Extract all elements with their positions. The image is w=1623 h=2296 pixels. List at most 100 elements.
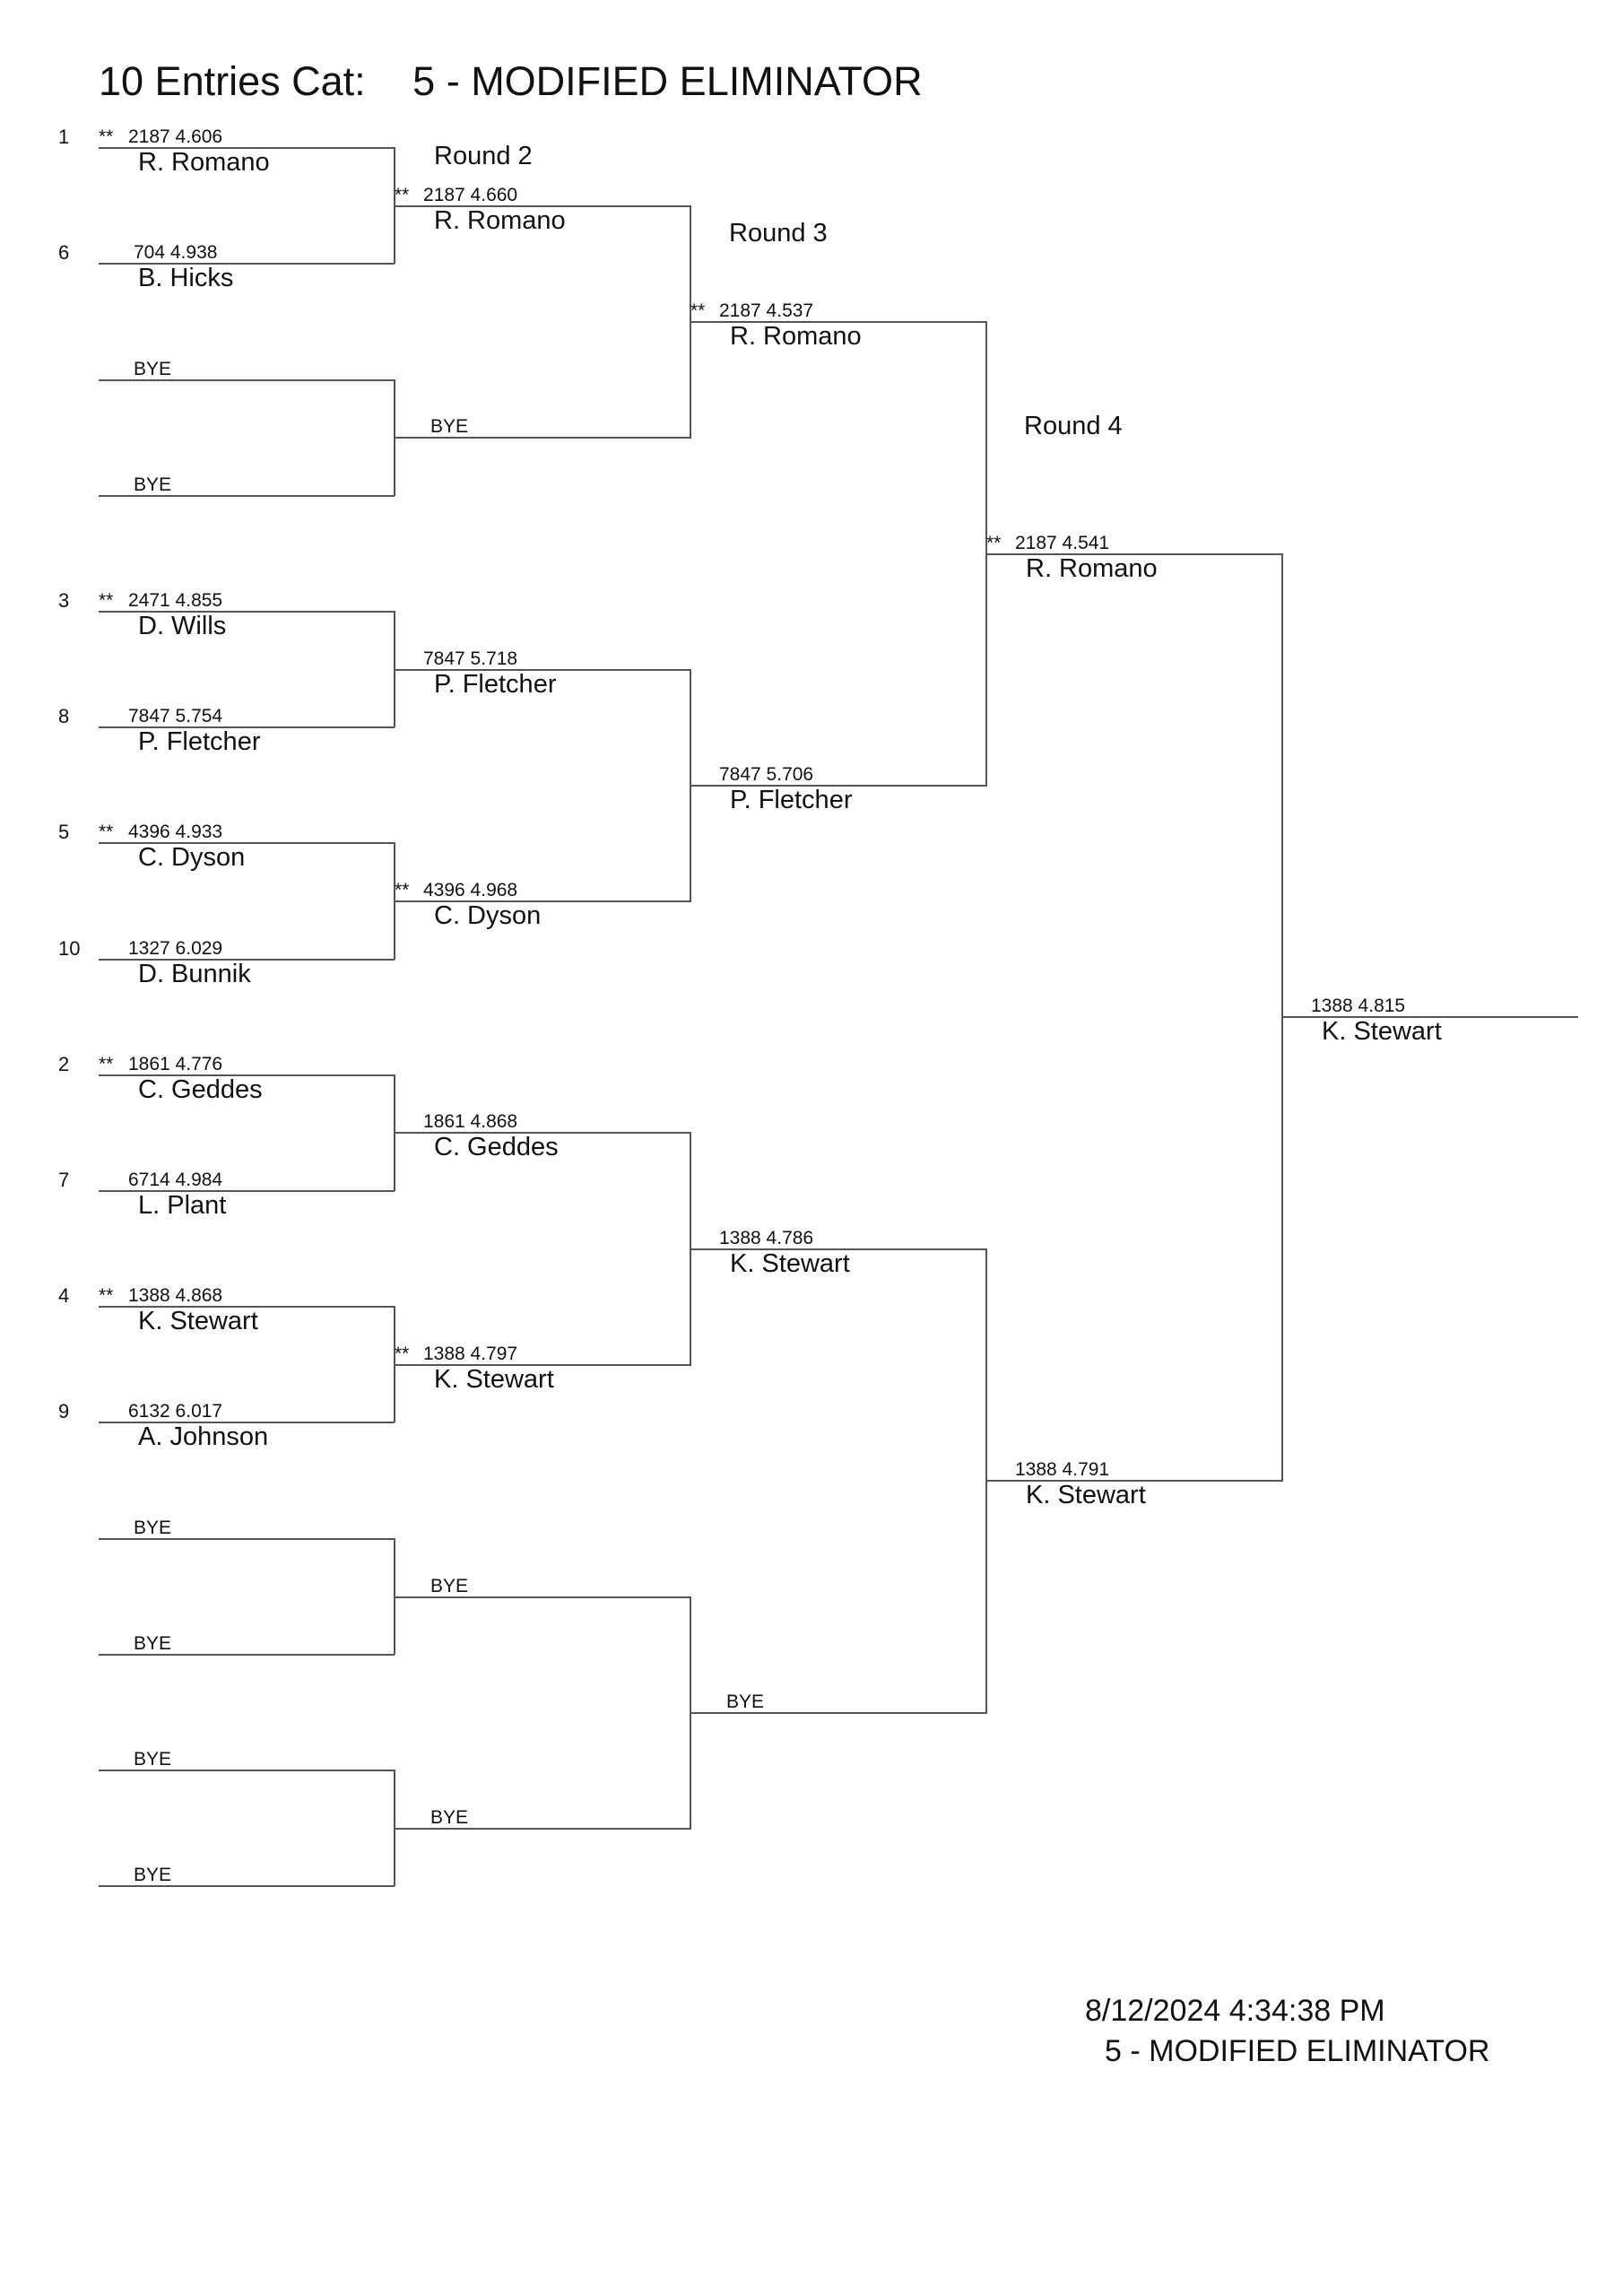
winner-marker: ** bbox=[99, 590, 114, 611]
bracket-line bbox=[1282, 1016, 1578, 1018]
bracket-line bbox=[99, 1538, 395, 1540]
entry-stat: 1388 4.868 bbox=[128, 1285, 223, 1306]
seed-number: 7 bbox=[58, 1169, 70, 1191]
entry-stat: 1388 4.786 bbox=[719, 1228, 814, 1248]
entry-name: P. Fletcher bbox=[434, 670, 557, 699]
bracket-line bbox=[99, 1074, 395, 1076]
bracket-line bbox=[99, 1654, 395, 1656]
entry-stat: 7847 5.718 bbox=[423, 648, 518, 669]
bracket-line bbox=[99, 611, 395, 613]
winner-marker: ** bbox=[99, 1285, 114, 1306]
seed-number: 6 bbox=[58, 241, 70, 264]
entry-name: K. Stewart bbox=[434, 1365, 554, 1394]
bracket-line bbox=[99, 147, 395, 149]
seed-number: 1 bbox=[58, 126, 70, 148]
entry-stat: 1861 4.868 bbox=[423, 1111, 518, 1132]
bracket-line bbox=[690, 1248, 986, 1250]
entry-name: C. Geddes bbox=[434, 1133, 559, 1161]
entry-stat: 7847 5.706 bbox=[719, 764, 814, 785]
seed-number: 3 bbox=[58, 589, 70, 612]
bye-label: BYE bbox=[134, 1865, 172, 1885]
entry-name: L. Plant bbox=[138, 1191, 227, 1220]
bracket-line bbox=[99, 263, 395, 265]
entry-name: K. Stewart bbox=[138, 1307, 258, 1335]
bracket-line bbox=[99, 495, 395, 497]
bracket-line bbox=[395, 1828, 690, 1830]
bracket-line bbox=[99, 379, 395, 381]
bye-label: BYE bbox=[726, 1692, 765, 1712]
entry-name: C. Geddes bbox=[138, 1075, 263, 1104]
bracket-line bbox=[99, 1306, 395, 1308]
seed-number: 10 bbox=[58, 937, 81, 960]
bracket-line bbox=[395, 1364, 690, 1366]
bracket-line bbox=[99, 959, 395, 961]
round-4-label: Round 4 bbox=[1024, 412, 1123, 440]
entry-name: C. Dyson bbox=[434, 901, 542, 930]
entry-stat: 2187 4.606 bbox=[128, 126, 223, 147]
entry-stat: 4396 4.968 bbox=[423, 880, 518, 900]
winner-marker: ** bbox=[986, 533, 1002, 553]
entry-stat: 2471 4.855 bbox=[128, 590, 223, 611]
seed-number: 4 bbox=[58, 1284, 70, 1307]
bye-label: BYE bbox=[134, 474, 172, 495]
bracket-line bbox=[99, 726, 395, 728]
bye-label: BYE bbox=[134, 1518, 172, 1538]
winner-marker: ** bbox=[99, 126, 114, 147]
entry-stat: 1388 4.791 bbox=[1015, 1459, 1110, 1480]
round-2-label: Round 2 bbox=[434, 142, 533, 170]
bye-label: BYE bbox=[430, 1807, 469, 1828]
entry-stat: 4396 4.933 bbox=[128, 822, 223, 842]
bye-label: BYE bbox=[134, 1633, 172, 1654]
round-3-label: Round 3 bbox=[729, 219, 828, 248]
winner-marker: ** bbox=[395, 185, 410, 205]
entry-stat: 2187 4.537 bbox=[719, 300, 814, 321]
bracket-line bbox=[395, 1596, 690, 1598]
entry-name: K. Stewart bbox=[1322, 1017, 1442, 1046]
winner-marker: ** bbox=[395, 880, 410, 900]
entry-name: D. Wills bbox=[138, 612, 227, 640]
winner-marker: ** bbox=[99, 1054, 114, 1074]
bye-label: BYE bbox=[134, 359, 172, 379]
entry-name: A. Johnson bbox=[138, 1422, 269, 1451]
bracket-line bbox=[395, 1132, 690, 1134]
bracket-line bbox=[690, 321, 986, 323]
bracket-line bbox=[99, 842, 395, 844]
entry-name: R. Romano bbox=[138, 148, 270, 177]
winner-marker: ** bbox=[395, 1344, 410, 1364]
entry-stat: 6714 4.984 bbox=[128, 1170, 223, 1190]
entry-stat: 1861 4.776 bbox=[128, 1054, 223, 1074]
bracket-line bbox=[99, 1885, 395, 1887]
page-title: 10 Entries Cat: 5 - MODIFIED ELIMINATOR bbox=[99, 61, 923, 101]
bracket-line bbox=[395, 669, 690, 671]
entry-name: B. Hicks bbox=[138, 264, 234, 292]
bracket-line bbox=[395, 205, 690, 207]
seed-number: 2 bbox=[58, 1053, 70, 1075]
print-timestamp: 8/12/2024 4:34:38 PM bbox=[1085, 1994, 1385, 2028]
entries-label: 10 Entries Cat: bbox=[99, 58, 366, 104]
winner-marker: ** bbox=[99, 822, 114, 842]
bye-label: BYE bbox=[430, 416, 469, 437]
entry-stat: 2187 4.660 bbox=[423, 185, 518, 205]
entry-name: C. Dyson bbox=[138, 843, 246, 872]
entry-name: D. Bunnik bbox=[138, 960, 251, 988]
entry-name: K. Stewart bbox=[730, 1249, 850, 1278]
footer-category: 5 - MODIFIED ELIMINATOR bbox=[1105, 2034, 1490, 2068]
bracket-line bbox=[690, 1712, 986, 1714]
bye-label: BYE bbox=[430, 1576, 469, 1596]
entry-stat: 1388 4.797 bbox=[423, 1344, 518, 1364]
bracket-line bbox=[99, 1190, 395, 1192]
entry-name: K. Stewart bbox=[1026, 1481, 1146, 1509]
bracket-line bbox=[986, 553, 1282, 555]
entry-stat: 2187 4.541 bbox=[1015, 533, 1110, 553]
category-title: 5 - MODIFIED ELIMINATOR bbox=[412, 58, 923, 104]
bracket-line bbox=[99, 1770, 395, 1771]
bracket-line bbox=[986, 1480, 1282, 1482]
entry-stat: 1388 4.815 bbox=[1311, 996, 1406, 1016]
entry-name: P. Fletcher bbox=[138, 727, 261, 756]
bracket-line bbox=[99, 1422, 395, 1423]
entry-name: R. Romano bbox=[434, 206, 566, 235]
entry-name: P. Fletcher bbox=[730, 786, 853, 814]
entry-stat: 7847 5.754 bbox=[128, 706, 223, 726]
bracket-line bbox=[395, 900, 690, 902]
entry-name: R. Romano bbox=[730, 322, 862, 351]
